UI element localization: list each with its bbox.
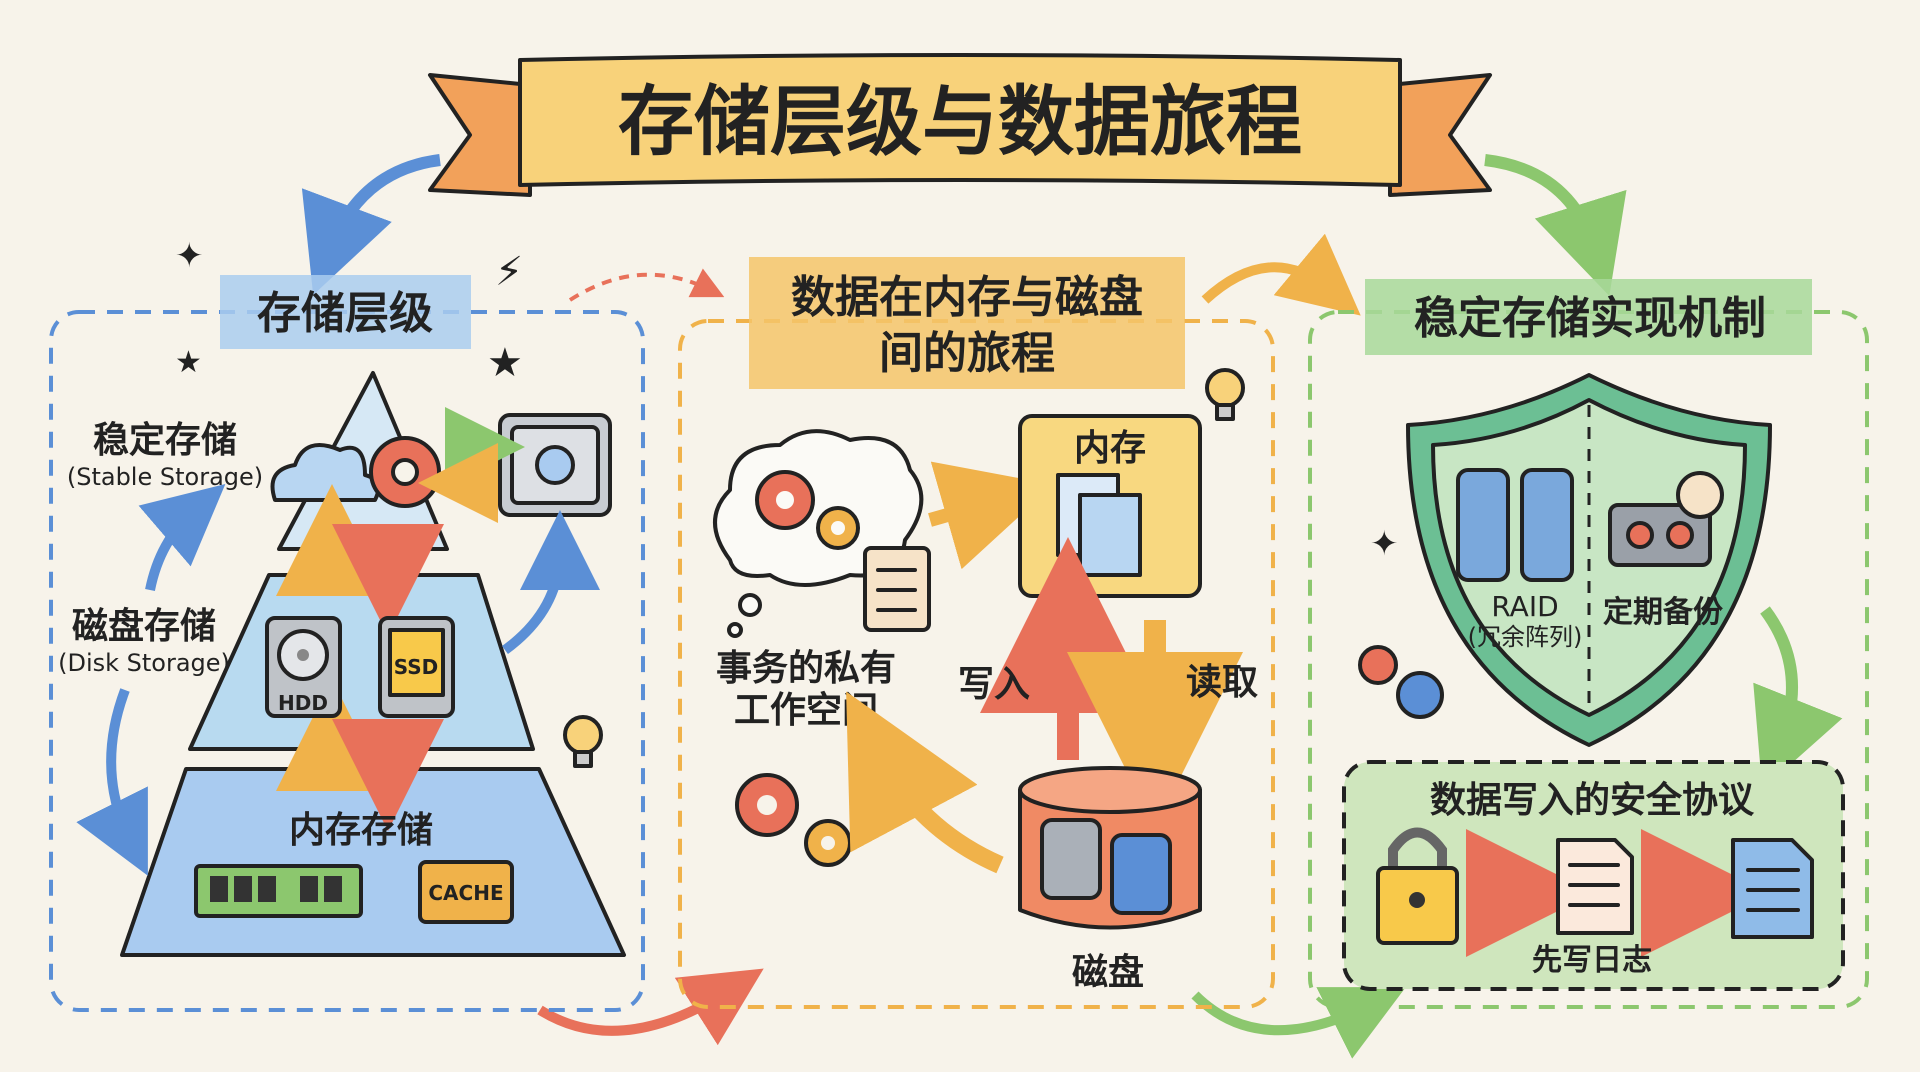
section-heading-line1: 数据在内存与磁盘 xyxy=(791,272,1143,323)
curved-arrow-icon xyxy=(301,154,441,295)
disk-label: 磁盘 xyxy=(1072,951,1144,993)
curved-arrow-icon xyxy=(138,483,226,592)
write-protocol-box: 数据写入的安全协议 先写日志 xyxy=(1342,760,1845,991)
curved-arrow-icon xyxy=(502,510,600,655)
storage-hierarchy-panel: 存储层级 ✦ ★ ★ ⚡ 稳定存储 (Stable Storage) 磁盘存储 … xyxy=(49,236,645,1012)
lock-icon xyxy=(1376,827,1459,945)
memory-storage-label: 内存存储 xyxy=(289,810,433,851)
stable-storage-sub: (Stable Storage) xyxy=(67,463,263,491)
safe-icon xyxy=(498,413,612,517)
lightbulb-icon xyxy=(1205,368,1245,421)
read-label: 读取 xyxy=(1186,662,1258,703)
curved-arrow-icon xyxy=(1484,154,1627,296)
backup-label: 定期备份 xyxy=(1603,595,1723,630)
disk-storage-label: 磁盘存储 xyxy=(72,605,216,647)
gear-icon xyxy=(1358,645,1398,685)
section-heading-line2: 间的旅程 xyxy=(879,328,1055,379)
title-banner: 存储层级与数据旅程 xyxy=(428,53,1492,197)
raid-sub-label: (冗余阵列) xyxy=(1468,623,1583,651)
tape-backup-icon xyxy=(1608,471,1724,567)
dashed-arrow-icon xyxy=(568,268,725,302)
document-icon xyxy=(1078,493,1142,577)
workspace-label-line2: 工作空间 xyxy=(734,690,878,731)
star-icon: ★ xyxy=(175,345,202,380)
cache-chip-icon: CACHE xyxy=(418,860,514,924)
stable-storage-mechanism-panel: 稳定存储实现机制 RAID (冗余阵列) 定期备份 ✦ 数据写入的安全协议 xyxy=(1308,279,1869,1009)
gear-icon xyxy=(1396,671,1444,719)
svg-text:CACHE: CACHE xyxy=(428,881,503,905)
hdd-icon: HDD xyxy=(265,616,342,718)
lightning-icon: ⚡ xyxy=(495,249,523,295)
sparkle-icon: ✦ xyxy=(175,236,204,276)
pyramid-tier-disk xyxy=(188,573,535,751)
section-heading: 存储层级 xyxy=(257,288,433,339)
log-document-icon xyxy=(1556,838,1634,935)
raid-label: RAID xyxy=(1491,590,1558,623)
wal-label: 先写日志 xyxy=(1532,943,1652,978)
sparkle-icon: ✦ xyxy=(1370,524,1399,564)
svg-text:HDD: HDD xyxy=(278,691,328,715)
pyramid-tier-memory xyxy=(120,767,626,957)
database-icon xyxy=(1110,833,1172,915)
raid-disks-icon xyxy=(1456,468,1574,582)
lightbulb-icon xyxy=(563,715,603,768)
curved-arrow-icon xyxy=(846,691,1004,874)
ram-stick-icon xyxy=(194,864,363,918)
stable-storage-label: 稳定存储 xyxy=(93,420,237,461)
database-icon xyxy=(1040,818,1102,900)
cloud-icon xyxy=(270,443,381,502)
svg-text:内存: 内存 xyxy=(1074,428,1146,469)
curved-arrow-icon xyxy=(76,688,148,876)
protocol-title: 数据写入的安全协议 xyxy=(1430,779,1755,821)
workspace-label-line1: 事务的私有 xyxy=(716,648,896,689)
clipboard-icon xyxy=(863,546,931,632)
write-label: 写入 xyxy=(958,664,1030,705)
disk-cylinder-icon xyxy=(1018,766,1202,930)
ssd-icon: SSD xyxy=(378,616,455,718)
arrow-right-icon xyxy=(928,461,1054,570)
curved-arrow-icon xyxy=(1191,987,1406,1059)
svg-text:SSD: SSD xyxy=(394,655,439,679)
data-journey-panel: 数据在内存与磁盘 间的旅程 事务的私有 工作空间 内存 xyxy=(678,257,1275,1009)
memory-box: 内存 xyxy=(1018,414,1202,598)
section-heading: 稳定存储实现机制 xyxy=(1414,293,1766,344)
page-title: 存储层级与数据旅程 xyxy=(618,77,1302,166)
disk-storage-sub: (Disk Storage) xyxy=(58,649,230,677)
curved-arrow-icon xyxy=(1201,233,1361,316)
star-icon: ★ xyxy=(487,340,523,386)
curved-arrow-icon xyxy=(1753,606,1843,790)
tape-disc-icon xyxy=(369,436,441,508)
shield-icon xyxy=(1406,373,1772,747)
data-document-icon xyxy=(1731,838,1814,939)
curved-arrow-icon xyxy=(537,968,764,1046)
clock-icon xyxy=(1676,471,1724,519)
